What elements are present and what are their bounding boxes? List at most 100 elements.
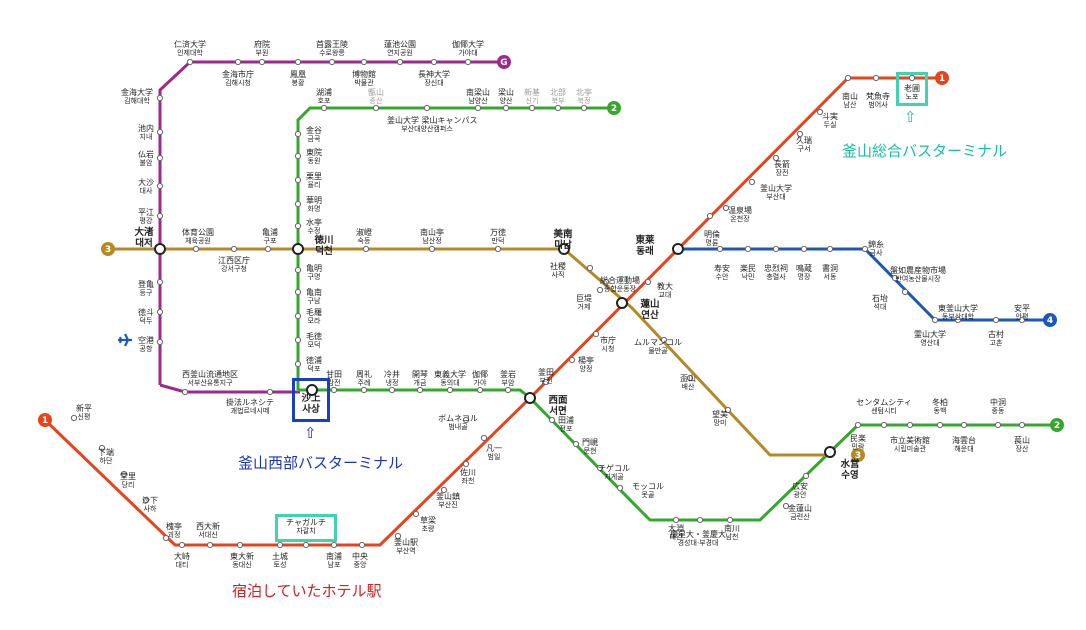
station-dot[interactable] (480, 434, 488, 442)
station-dot[interactable] (358, 541, 366, 549)
station-dot[interactable] (616, 484, 624, 492)
station-dot[interactable] (960, 421, 968, 429)
station-dot[interactable] (872, 74, 880, 82)
station-dot[interactable] (772, 245, 780, 253)
station-dot[interactable] (802, 472, 810, 480)
station-dot[interactable] (1018, 421, 1026, 429)
station-dot[interactable] (294, 152, 302, 160)
station-dot[interactable] (660, 336, 668, 344)
station-dot[interactable] (906, 421, 914, 429)
station-dot[interactable] (696, 516, 704, 524)
station-dot[interactable] (276, 541, 284, 549)
station-dot[interactable] (156, 154, 164, 162)
station-dot[interactable] (98, 444, 106, 452)
station-dot[interactable] (258, 58, 266, 66)
station-dot[interactable] (724, 406, 732, 414)
station-dot[interactable] (816, 108, 824, 116)
station-dot[interactable] (264, 245, 272, 253)
station-dot[interactable] (796, 130, 804, 138)
station-dot[interactable] (844, 74, 852, 82)
station-dot[interactable] (548, 416, 556, 424)
station-dot[interactable] (992, 316, 1000, 324)
station-dot[interactable] (320, 104, 328, 112)
station-dot[interactable] (396, 58, 404, 66)
station-dot[interactable] (394, 532, 402, 540)
station-dot[interactable] (156, 182, 164, 190)
station-dot[interactable] (891, 274, 899, 282)
station-dot[interactable] (686, 374, 694, 382)
station-dot[interactable] (994, 421, 1002, 429)
station-dot[interactable] (954, 316, 962, 324)
station-dot[interactable] (230, 245, 238, 253)
station-dot[interactable] (162, 534, 170, 542)
station-dot[interactable] (234, 58, 242, 66)
station-dot[interactable] (880, 421, 888, 429)
station-dot[interactable] (294, 176, 302, 184)
station-dot[interactable] (474, 104, 482, 112)
station-dot[interactable] (716, 245, 724, 253)
transfer-daejeo[interactable] (154, 243, 166, 255)
station-dot[interactable] (294, 336, 302, 344)
station-dot[interactable] (328, 58, 336, 66)
station-dot[interactable] (596, 464, 604, 472)
station-dot[interactable] (294, 266, 302, 274)
transfer-yeonsan[interactable] (616, 297, 628, 309)
station-dot[interactable] (294, 222, 302, 230)
station-dot[interactable] (192, 245, 200, 253)
station-dot[interactable] (178, 541, 186, 549)
station-dot[interactable] (294, 288, 302, 296)
